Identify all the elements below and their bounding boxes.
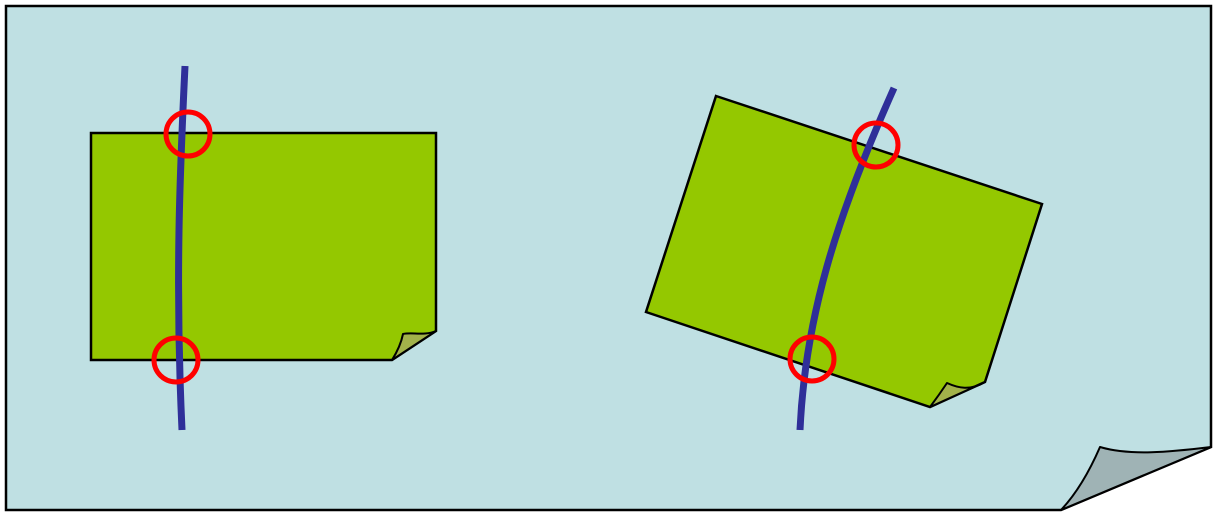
left-note (89, 131, 438, 362)
left-curve (175, 65, 189, 431)
right-note-curl (929, 381, 986, 408)
left-bottom-intersection-marker (151, 335, 201, 385)
right-curve (796, 86, 898, 431)
background-sheet-curl (1060, 446, 1212, 511)
right-top-intersection-marker (851, 120, 901, 170)
right-bottom-intersection-marker (787, 334, 837, 384)
left-note-body (89, 131, 438, 362)
left-note-curl (391, 330, 437, 361)
right-note (644, 94, 1044, 409)
left-top-intersection-marker (163, 109, 213, 159)
